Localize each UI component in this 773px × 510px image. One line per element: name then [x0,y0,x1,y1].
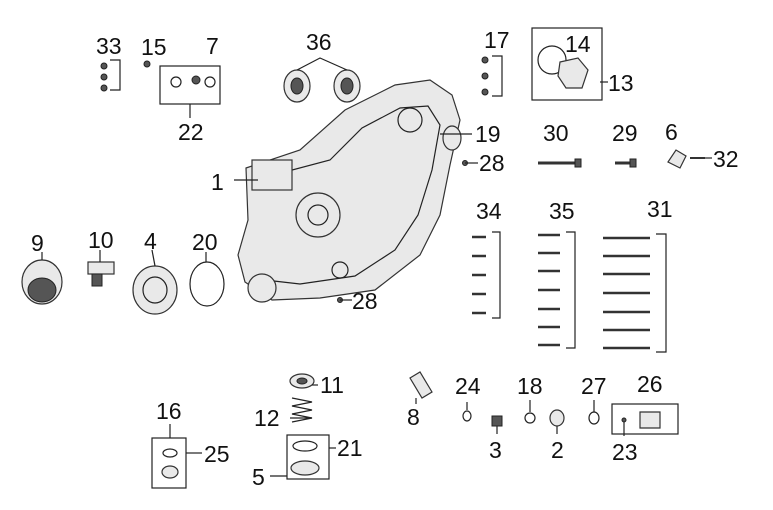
callout-27: 27 [581,373,607,399]
callout-26: 26 [637,371,663,397]
callout-10: 10 [88,227,114,253]
callout-18: 18 [517,373,543,399]
box-21 [286,434,330,480]
pin-8 [409,371,433,399]
callout-28-top: 28 [479,150,505,176]
callout-7: 7 [206,33,219,59]
callout-21: 21 [337,435,363,461]
nut-2 [549,409,565,427]
callout-34: 34 [476,198,502,224]
box-22 [159,65,221,118]
plug-10 [87,261,115,287]
leader-lines [41,81,712,477]
callout-35: 35 [549,198,575,224]
callout-23: 23 [612,439,638,465]
callout-6: 6 [665,119,678,145]
clip-6 [667,149,705,169]
callout-9: 9 [31,230,44,256]
bolt-29 [615,158,637,168]
box-16 [151,437,187,489]
callout-16: 16 [156,398,182,424]
callout-28-bottom: 28 [352,288,378,314]
callout-12: 12 [254,405,280,431]
washer-27 [588,411,600,425]
callout-4: 4 [144,228,157,254]
screws-33 [100,59,151,92]
o-ring-20 [189,261,225,307]
bolt-group-31 [603,233,667,353]
washer-24 [462,410,472,422]
callout-25: 25 [204,441,230,467]
callout-14: 14 [565,31,591,57]
callout-20: 20 [192,229,218,255]
cap-11 [289,373,315,389]
callout-32: 32 [713,146,739,172]
callout-29: 29 [612,120,638,146]
screws-17 [481,55,503,97]
oil-seal-19 [442,125,462,151]
callout-30: 30 [543,120,569,146]
crankcase-half [237,79,461,303]
callout-17: 17 [484,27,510,53]
callout-13: 13 [608,70,634,96]
callout-numbers: 1 2 3 4 5 6 7 8 9 10 11 12 13 14 15 16 1… [31,27,739,490]
callout-3: 3 [489,437,502,463]
bolt-30 [538,158,582,168]
callout-8: 8 [407,404,420,430]
box-13 [531,27,603,101]
housing-4 [132,265,178,315]
callout-2: 2 [551,437,564,463]
callout-36: 36 [306,29,332,55]
callout-19: 19 [475,121,501,147]
ball-18 [524,412,536,424]
bolt-group-35 [538,231,576,349]
callout-1: 1 [211,169,224,195]
callout-33: 33 [96,33,122,59]
callout-11: 11 [320,372,344,398]
box-26 [611,403,679,435]
callout-5: 5 [252,464,265,490]
cap-9 [21,259,63,305]
callout-15: 15 [141,34,167,60]
callout-24: 24 [455,373,481,399]
bolt-group-34 [472,231,501,319]
callout-22: 22 [178,119,204,145]
nut-3 [491,415,503,427]
callout-31: 31 [647,196,673,222]
bearing-pair [283,57,361,103]
